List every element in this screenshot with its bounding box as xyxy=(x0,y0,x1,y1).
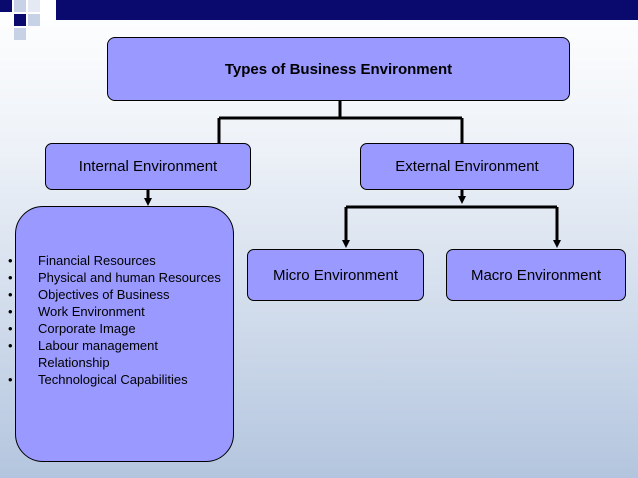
factor-item: Objectives of Business xyxy=(8,286,232,303)
factor-item: Technological Capabilities xyxy=(8,371,232,388)
internal-factors-list: Financial Resources Physical and human R… xyxy=(8,252,232,388)
macro-environment-node: Macro Environment xyxy=(446,249,626,301)
factor-item: Financial Resources xyxy=(8,252,232,269)
header-band xyxy=(56,0,638,20)
slide-corner-decoration xyxy=(0,0,638,40)
factor-item: Physical and human Resources xyxy=(8,269,232,286)
factor-item: Corporate Image xyxy=(8,320,232,337)
factor-item: Work Environment xyxy=(8,303,232,320)
title-node: Types of Business Environment xyxy=(107,37,570,101)
internal-environment-node: Internal Environment xyxy=(45,143,251,190)
micro-environment-node: Micro Environment xyxy=(247,249,424,301)
external-environment-node: External Environment xyxy=(360,143,574,190)
factor-item: Labour management Relationship xyxy=(8,337,232,371)
